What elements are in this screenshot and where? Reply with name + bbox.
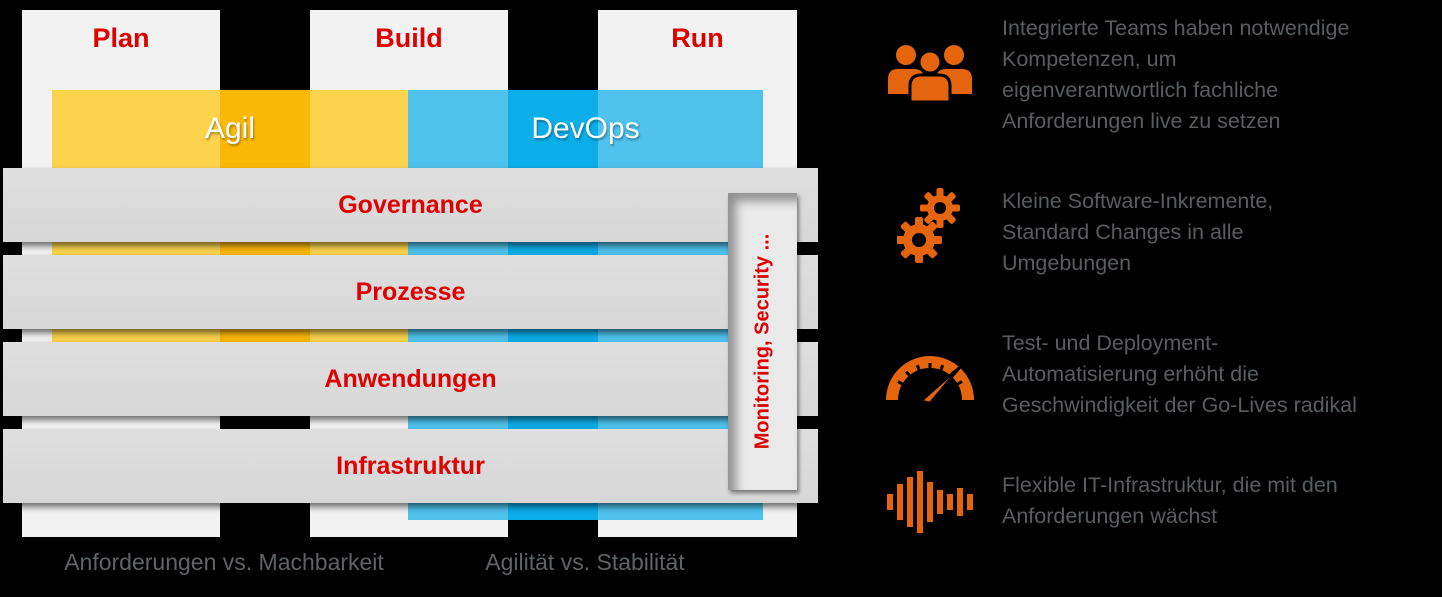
layer-bar-anwendungen: Anwendungen: [3, 342, 818, 416]
team-icon: [884, 42, 976, 102]
benefit-text-increments: Kleine Software-Inkremente, Standard Cha…: [1002, 186, 1432, 279]
benefit-line: Standard Changes in alle: [1002, 220, 1244, 244]
column-run-label: Run: [671, 23, 724, 53]
benefit-line: Automatisierung erhöht die: [1002, 362, 1259, 386]
monitoring-security-label: Monitoring, Security ...: [751, 233, 774, 450]
agil-band-label: Agil: [204, 111, 256, 145]
monitoring-security-bar: Monitoring, Security ...: [728, 193, 797, 490]
layer-label-prozesse: Prozesse: [355, 278, 466, 306]
layer-label-anwendungen: Anwendungen: [324, 365, 497, 393]
layer-label-infrastruktur: Infrastruktur: [336, 452, 485, 480]
benefit-line: Geschwindigkeit der Go-Lives radikal: [1002, 393, 1357, 417]
column-build-label: Build: [375, 23, 443, 53]
devops-band-label: DevOps: [531, 111, 640, 145]
column-plan-label: Plan: [92, 23, 150, 53]
benefit-line: Kompetenzen, um: [1002, 47, 1177, 71]
layer-bar-infrastruktur: Infrastruktur: [3, 429, 818, 503]
benefit-text-teams: Integrierte Teams haben notwendige Kompe…: [1002, 13, 1432, 137]
caption-agilitaet-vs-stabilitaet: Agilität vs. Stabilität: [485, 549, 685, 575]
benefit-line: Anforderungen live zu setzen: [1002, 109, 1281, 133]
benefit-line: Umgebungen: [1002, 251, 1132, 275]
benefit-line: eigenverantwortlich fachliche: [1002, 78, 1279, 102]
benefit-line: Anforderungen wächst: [1002, 504, 1218, 528]
benefit-line: Kleine Software-Inkremente,: [1002, 189, 1274, 213]
benefit-text-infrastructure: Flexible IT-Infrastruktur, die mit den A…: [1002, 470, 1432, 532]
benefit-line: Integrierte Teams haben notwendige: [1002, 16, 1350, 40]
gears-icon: [884, 182, 976, 266]
benefit-line: Test- und Deployment-: [1002, 331, 1219, 355]
audio-wave-icon: [884, 471, 976, 533]
caption-anforderungen-vs-machbarkeit: Anforderungen vs. Machbarkeit: [64, 549, 384, 575]
layer-bar-governance: Governance: [3, 168, 818, 242]
layer-bar-prozesse: Prozesse: [3, 255, 818, 329]
benefit-text-automation: Test- und Deployment- Automatisierung er…: [1002, 328, 1432, 421]
layer-label-governance: Governance: [338, 191, 483, 219]
benefit-line: Flexible IT-Infrastruktur, die mit den: [1002, 473, 1338, 497]
speedometer-icon: [884, 345, 976, 403]
